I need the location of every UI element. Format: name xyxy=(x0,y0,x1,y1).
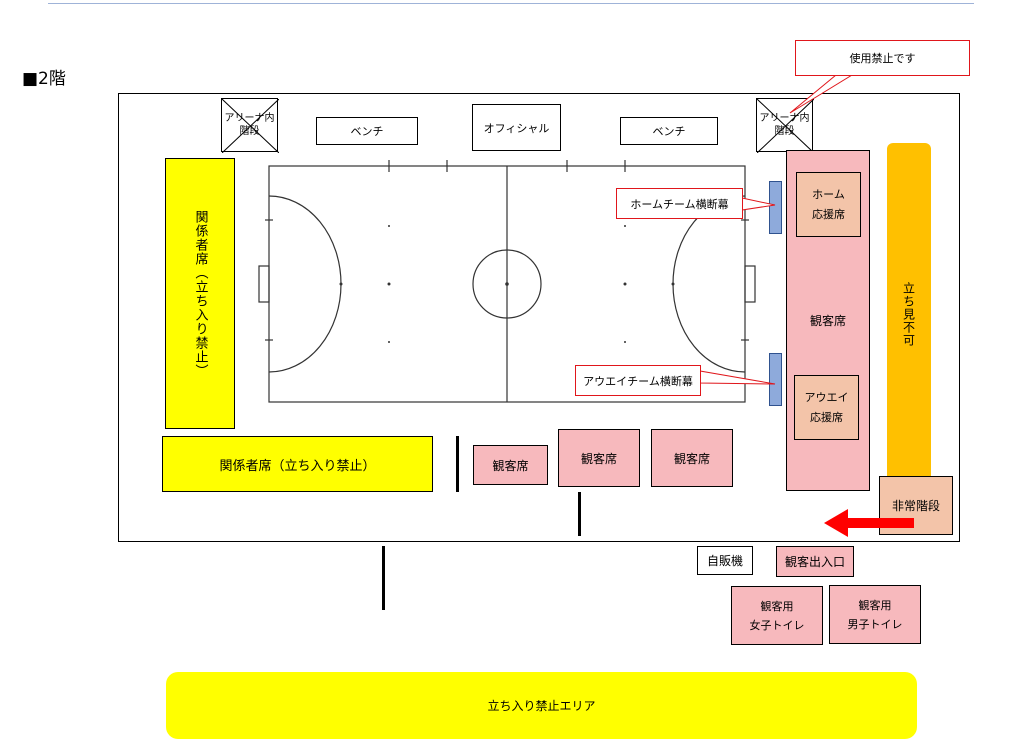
staff-seats-vertical: 関係者席（立ち入り禁止） xyxy=(165,158,235,429)
court-mark xyxy=(624,225,626,227)
spectator-seats-bottom-2: 観客席 xyxy=(558,429,640,487)
home-banner-area xyxy=(769,181,782,234)
standing-prohibited-label: 立ち見不可 xyxy=(901,281,916,347)
official-table: オフィシャル xyxy=(472,104,561,151)
away-support-seats: アウエイ 応援席 xyxy=(794,375,859,440)
arena-stairs-left: アリーナ内 階段 xyxy=(221,98,279,153)
arena-stairs-label: アリーナ内 階段 xyxy=(224,113,275,137)
staff-seats-horizontal: 関係者席（立ち入り禁止） xyxy=(162,436,433,492)
spectator-seats-label: 観客席 xyxy=(809,314,846,328)
prohibited-callout: 使用禁止です xyxy=(795,40,970,76)
cross-out-icon xyxy=(757,99,814,153)
center-circle xyxy=(472,249,542,319)
away-banner-area xyxy=(769,353,782,406)
arena-stairs-label: アリーナ内 階段 xyxy=(759,113,810,137)
spectator-seats-bottom-3: 観客席 xyxy=(651,429,733,487)
spectator-entrance: 観客出入口 xyxy=(776,546,854,577)
center-spot xyxy=(505,282,509,286)
barrier-line xyxy=(382,546,385,610)
penalty-spot xyxy=(671,282,675,286)
left-goal xyxy=(258,265,270,303)
court-mark xyxy=(388,225,390,227)
vending-machine: 自販機 xyxy=(697,546,753,575)
away-banner-callout: アウエイチーム横断幕 xyxy=(575,365,701,396)
second-penalty-spot xyxy=(623,282,627,286)
standing-prohibited-zone: 立ち見不可 xyxy=(887,143,931,485)
penalty-spot xyxy=(339,282,343,286)
header-divider xyxy=(48,3,974,4)
second-penalty-spot xyxy=(387,282,391,286)
barrier-line xyxy=(578,492,581,536)
right-goal xyxy=(744,265,756,303)
court-mark xyxy=(388,341,390,343)
bench-right: ベンチ xyxy=(620,117,718,145)
cross-out-icon xyxy=(222,99,279,153)
women-toilet: 観客用 女子トイレ xyxy=(731,586,823,645)
floor-label: ■2階 xyxy=(22,69,66,89)
men-toilet: 観客用 男子トイレ xyxy=(829,585,921,644)
home-support-seats: ホーム 応援席 xyxy=(796,172,861,237)
barrier-line xyxy=(456,436,459,492)
spectator-seats-bottom-1: 観客席 xyxy=(473,445,548,485)
home-banner-callout: ホームチーム横断幕 xyxy=(616,188,743,219)
bench-left: ベンチ xyxy=(316,117,418,145)
court-mark xyxy=(624,341,626,343)
arena-floor-outline xyxy=(118,93,960,542)
arena-stairs-right: アリーナ内 階段 xyxy=(756,98,814,153)
no-entry-area: 立ち入り禁止エリア xyxy=(166,672,917,739)
staff-seats-label: 関係者席（立ち入り禁止） xyxy=(192,209,208,378)
